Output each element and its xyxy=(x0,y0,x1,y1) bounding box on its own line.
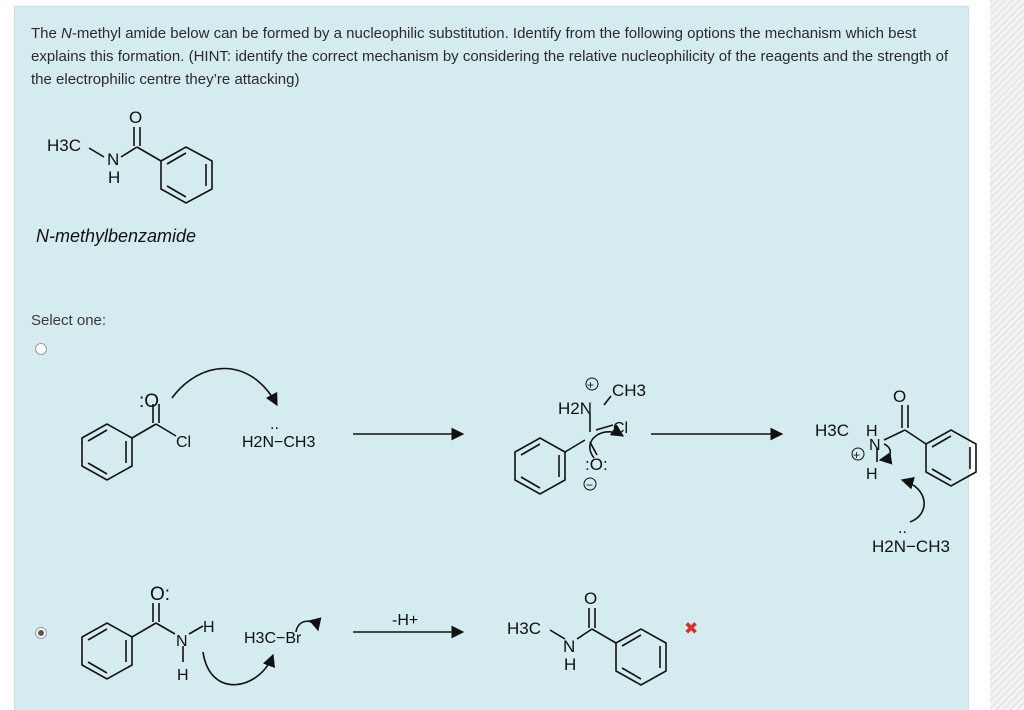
option-1-product-h3c: H3C xyxy=(815,421,849,440)
option-1-reactant-o: :O xyxy=(139,391,159,412)
option-1-intermediate-oxygen: :O: xyxy=(585,455,608,474)
incorrect-feedback-icon: ✖ xyxy=(684,619,699,638)
option-1-minus-sign: − xyxy=(586,478,593,492)
option-1-radio[interactable] xyxy=(35,343,47,355)
target-n-label: N xyxy=(107,150,119,169)
option-1-base: H2N−CH3 xyxy=(872,537,950,556)
option-1-product-n: N xyxy=(869,437,881,454)
option-1-intermediate-amine: H2N xyxy=(558,399,592,418)
right-scroll-strip xyxy=(990,0,1024,710)
option-2-product-o: O xyxy=(584,589,597,608)
option-2-product-h: H xyxy=(564,655,576,674)
option-2-reactant-o: O: xyxy=(150,584,170,605)
option-1-base-lone-pair: .. xyxy=(898,520,907,537)
option-2-condition: -H+ xyxy=(392,612,418,629)
option-1-plus-sign: + xyxy=(587,378,594,392)
option-1-intermediate-cl: Cl xyxy=(613,420,628,437)
option-1-product-h2: H xyxy=(866,466,878,483)
option-2-product-n: N xyxy=(563,637,575,656)
target-o-label: O xyxy=(129,108,142,127)
option-1-mechanism xyxy=(81,367,977,523)
option-2-electrophile: H3C−Br xyxy=(244,630,302,647)
target-structure: H3C N H O xyxy=(47,108,213,204)
target-name: N-methylbenzamide xyxy=(36,226,196,246)
question-text-italic-n: N xyxy=(61,25,72,42)
option-1-product-plus: + xyxy=(853,448,860,462)
option-1-product-h: H xyxy=(866,423,878,440)
option-2-mechanism xyxy=(81,603,667,686)
option-1-leaving-group: Cl xyxy=(176,434,191,451)
target-h-label: H xyxy=(108,168,120,187)
question-text: The N-methyl amide below can be formed b… xyxy=(31,22,951,91)
select-one-label: Select one: xyxy=(31,312,107,329)
option-2-h-top: H xyxy=(203,619,215,636)
option-2-h-bottom: H xyxy=(177,667,189,684)
option-1-intermediate-ch3: CH3 xyxy=(612,381,646,400)
option-1-product-o: O xyxy=(893,387,906,406)
option-2-product-h3c: H3C xyxy=(507,619,541,638)
option-2-radio[interactable] xyxy=(35,627,47,639)
option-1-lone-pair: .. xyxy=(270,416,279,433)
option-1-nucleophile: H2N−CH3 xyxy=(242,434,315,451)
question-panel: The N-methyl amide below can be formed b… xyxy=(14,6,969,710)
question-text-part2: -methyl amide below can be formed by a n… xyxy=(31,25,949,88)
question-text-part1: The xyxy=(31,25,62,42)
target-h3c-label: H3C xyxy=(47,136,81,155)
option-2-n-label: N xyxy=(176,633,188,650)
